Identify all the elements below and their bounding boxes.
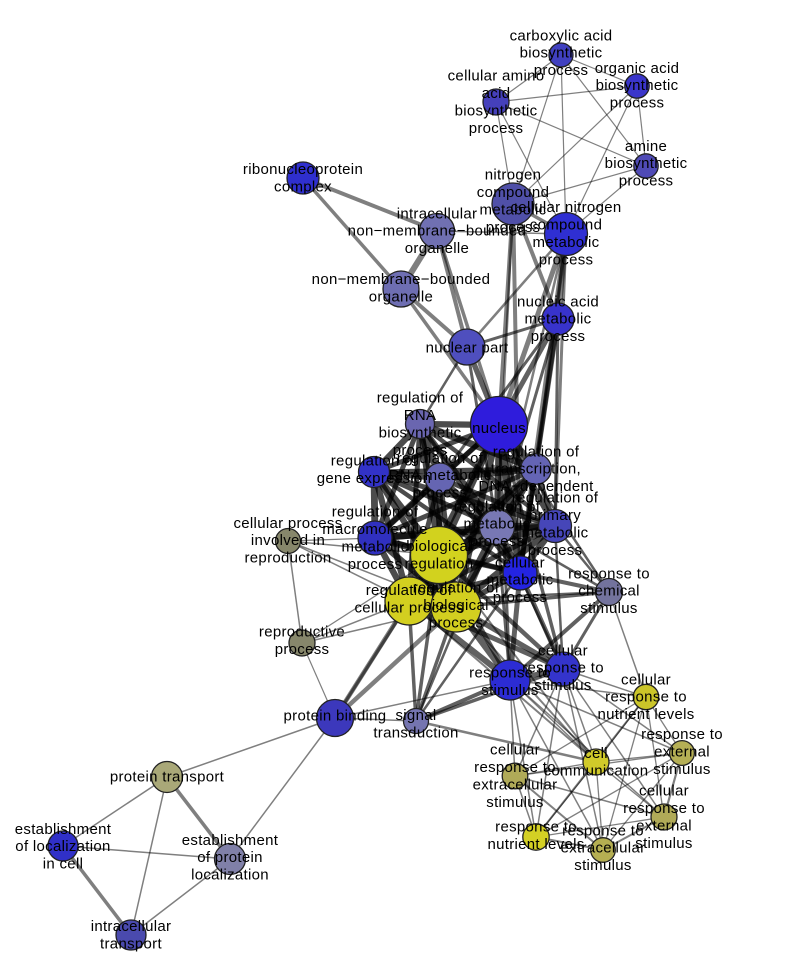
svg-text:nucleus: nucleus — [472, 420, 526, 437]
svg-text:nuclear part: nuclear part — [426, 340, 509, 357]
svg-text:protein binding: protein binding — [284, 708, 387, 725]
svg-text:protein transport: protein transport — [110, 769, 225, 786]
